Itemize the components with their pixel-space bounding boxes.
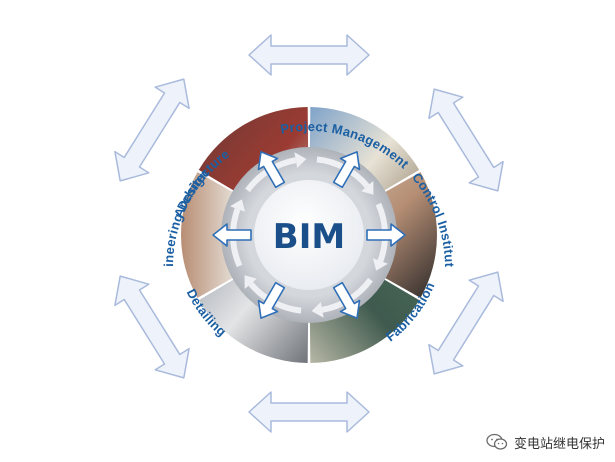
outer-double-arrow <box>114 275 190 379</box>
label-engineering-design: Engineering Design <box>0 0 212 267</box>
ring-arc-head <box>230 199 246 212</box>
wechat-icon <box>486 433 508 450</box>
outer-double-arrow <box>428 88 504 192</box>
watermark-text: 变电站继电保护 <box>513 436 605 452</box>
outer-double-arrow <box>248 391 370 433</box>
center-hub <box>254 180 364 290</box>
inner-arrow <box>332 151 361 189</box>
outer-double-arrow <box>428 271 504 375</box>
ring-arc-head <box>361 181 374 195</box>
ring-arc-head <box>311 301 324 318</box>
inner-arrow <box>257 281 286 319</box>
outer-double-arrow <box>114 78 190 182</box>
center-label: BIM <box>273 217 345 257</box>
inner-arrow <box>257 151 286 189</box>
inner-arrow <box>212 223 252 247</box>
watermark: 变电站继电保护 <box>486 432 605 452</box>
outer-arrows <box>114 34 504 433</box>
ring-arc-head <box>294 152 307 169</box>
inner-arrow <box>332 281 361 319</box>
ring-arc-head <box>372 258 388 271</box>
inner-arrows <box>212 151 406 319</box>
inner-arrow <box>366 223 406 247</box>
outer-double-arrow <box>248 34 370 76</box>
ring-arc-head <box>244 275 257 289</box>
